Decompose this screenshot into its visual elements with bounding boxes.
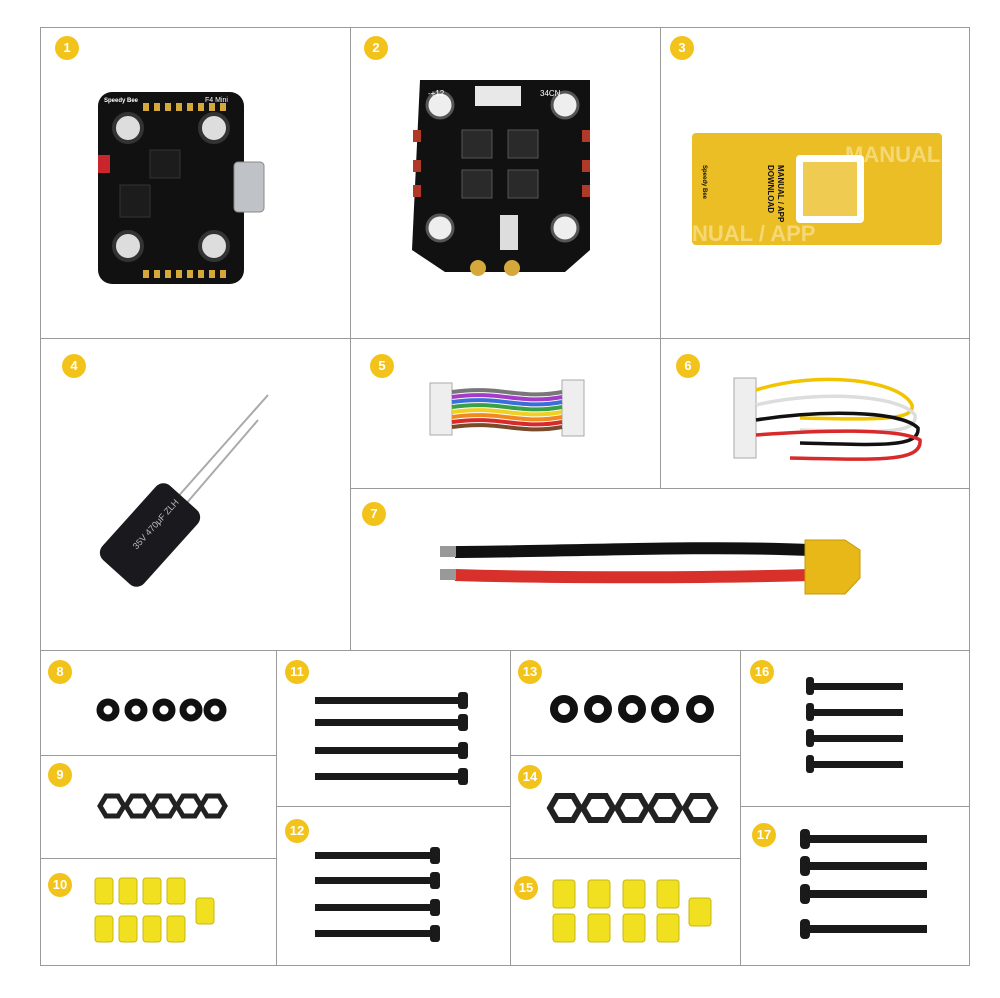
card-title-line2: DOWNLOAD: [766, 165, 775, 213]
item-number-badge-15: 15: [514, 876, 538, 900]
cell-17: [740, 806, 970, 966]
item-number-badge-1: 1: [55, 36, 79, 60]
item-number-badge-17: 17: [752, 823, 776, 847]
medium-screws: [800, 829, 927, 939]
long-screws-set-a: [315, 692, 468, 785]
small-hex-nuts: [97, 793, 228, 819]
esc-label-left: -+12: [428, 89, 445, 98]
item-number-badge-4: 4: [62, 354, 86, 378]
capacitor: 35V 470μF ZLH: [99, 394, 269, 587]
manual-card: MANUAL NUAL / APP MANUAL / APP DOWNLOAD …: [692, 133, 942, 246]
cell-12: [276, 806, 511, 966]
esc-wire-cable: [733, 377, 922, 461]
fc-model-label: F4 Mini: [205, 97, 228, 104]
xt60-power-lead: [440, 539, 861, 595]
item-number-badge-6: 6: [676, 354, 700, 378]
cell-8: [40, 650, 277, 756]
card-brand: Speedy Bee: [701, 165, 707, 200]
item-number-badge-16: 16: [750, 660, 774, 684]
item-number-badge-2: 2: [364, 36, 388, 60]
item-number-badge-8: 8: [48, 660, 72, 684]
esc-label-right: 34CN: [540, 89, 561, 98]
item-number-badge-14: 14: [518, 765, 542, 789]
item-number-badge-5: 5: [370, 354, 394, 378]
card-title-line1: MANUAL / APP: [776, 165, 785, 223]
cell-16: [740, 650, 970, 807]
long-screws-set-b: [315, 847, 440, 942]
cell-4: [40, 338, 351, 651]
item-number-badge-9: 9: [48, 763, 72, 787]
short-screws: [806, 677, 903, 773]
flight-controller-board: Speedy Bee F4 Mini: [98, 92, 265, 284]
item-number-badge-7: 7: [362, 502, 386, 526]
item-number-badge-3: 3: [670, 36, 694, 60]
esc-board: -+12 34CN: [412, 80, 590, 276]
small-silicone-dampers: [94, 877, 215, 943]
item-number-badge-12: 12: [285, 819, 309, 843]
small-washers: [96, 698, 227, 722]
large-washers: [550, 695, 714, 723]
large-silicone-dampers: [552, 879, 712, 943]
ribbon-cable: [429, 379, 585, 437]
cell-10: [40, 858, 277, 966]
item-number-badge-10: 10: [48, 873, 72, 897]
fc-brand-label: Speedy Bee: [104, 98, 139, 104]
card-bg-text-bottom: NUAL / APP: [692, 221, 815, 246]
large-hex-nuts: [546, 793, 719, 823]
item-number-badge-13: 13: [518, 660, 542, 684]
item-number-badge-11: 11: [285, 660, 309, 684]
